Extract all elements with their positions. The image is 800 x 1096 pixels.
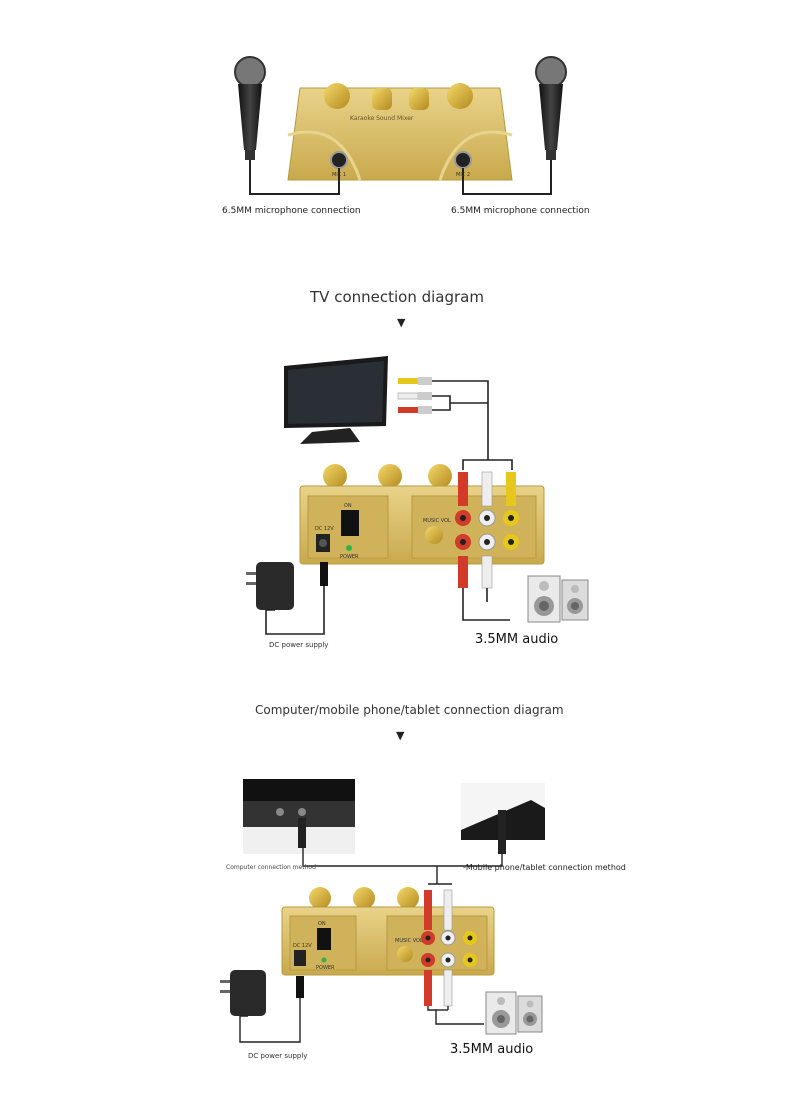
panel-power-label: POWER — [340, 554, 359, 560]
down-arrow-icon: ▼ — [396, 729, 405, 742]
mic-left-connection-label: 6.5MM microphone connection — [222, 206, 361, 216]
panel-on-label: ON — [318, 921, 326, 927]
computer-dc-power-label: DC power supply — [248, 1052, 308, 1060]
mic1-label: MIC 1 — [332, 172, 347, 178]
knob — [447, 83, 473, 109]
panel-on-label: ON — [344, 503, 352, 509]
speaker-right — [517, 995, 543, 1033]
computer-audio-label: 3.5MM audio — [450, 1042, 534, 1057]
tv-screen — [284, 356, 388, 428]
panel-power-label: POWER — [316, 965, 335, 971]
cable-right — [462, 160, 552, 195]
computer-photo — [243, 779, 355, 854]
power-switch — [341, 510, 359, 536]
mic-jack-2 — [454, 151, 472, 169]
dc-jack — [316, 534, 330, 552]
power-switch — [317, 928, 331, 950]
mic-jack-1 — [330, 151, 348, 169]
mobile-photo — [461, 783, 545, 840]
tv-section-title: TV connection diagram — [310, 288, 484, 306]
panel-music-vol-label: MUSIC VOL — [395, 938, 423, 944]
mobile-connection-label: -Mobile phone/tablet connection method — [463, 863, 626, 872]
microphone-left-head — [234, 56, 266, 88]
mic2-label: MIC 2 — [456, 172, 471, 178]
microphone-right-head — [535, 56, 567, 88]
speaker-left — [527, 575, 561, 623]
computer-connection-label: Computer connection method — [226, 864, 316, 871]
knob — [409, 88, 429, 110]
down-arrow-icon: ▼ — [397, 316, 406, 329]
microphone-mixer-illustration — [234, 56, 567, 195]
knob — [324, 83, 350, 109]
computer-section-title: Computer/mobile phone/tablet connection … — [255, 703, 564, 717]
panel-dc-label: DC 12V — [293, 943, 312, 949]
speaker-left — [485, 991, 517, 1035]
knob — [372, 88, 392, 110]
tv-audio-label: 3.5MM audio — [475, 632, 559, 647]
power-adapter — [230, 970, 266, 1016]
speaker-right — [561, 579, 589, 621]
tv-dc-power-label: DC power supply — [269, 641, 329, 649]
mixer-back-panel — [299, 485, 545, 565]
mixer-label: Karaoke Sound Mixer — [350, 115, 414, 122]
panel-music-vol-label: MUSIC VOL — [423, 518, 451, 524]
panel-dc-label: DC 12V — [315, 526, 334, 532]
mic-right-connection-label: 6.5MM microphone connection — [451, 206, 590, 216]
dc-jack — [294, 950, 306, 966]
mixer-back-panel — [281, 906, 495, 976]
power-adapter — [256, 562, 294, 610]
cable-left — [249, 160, 340, 195]
